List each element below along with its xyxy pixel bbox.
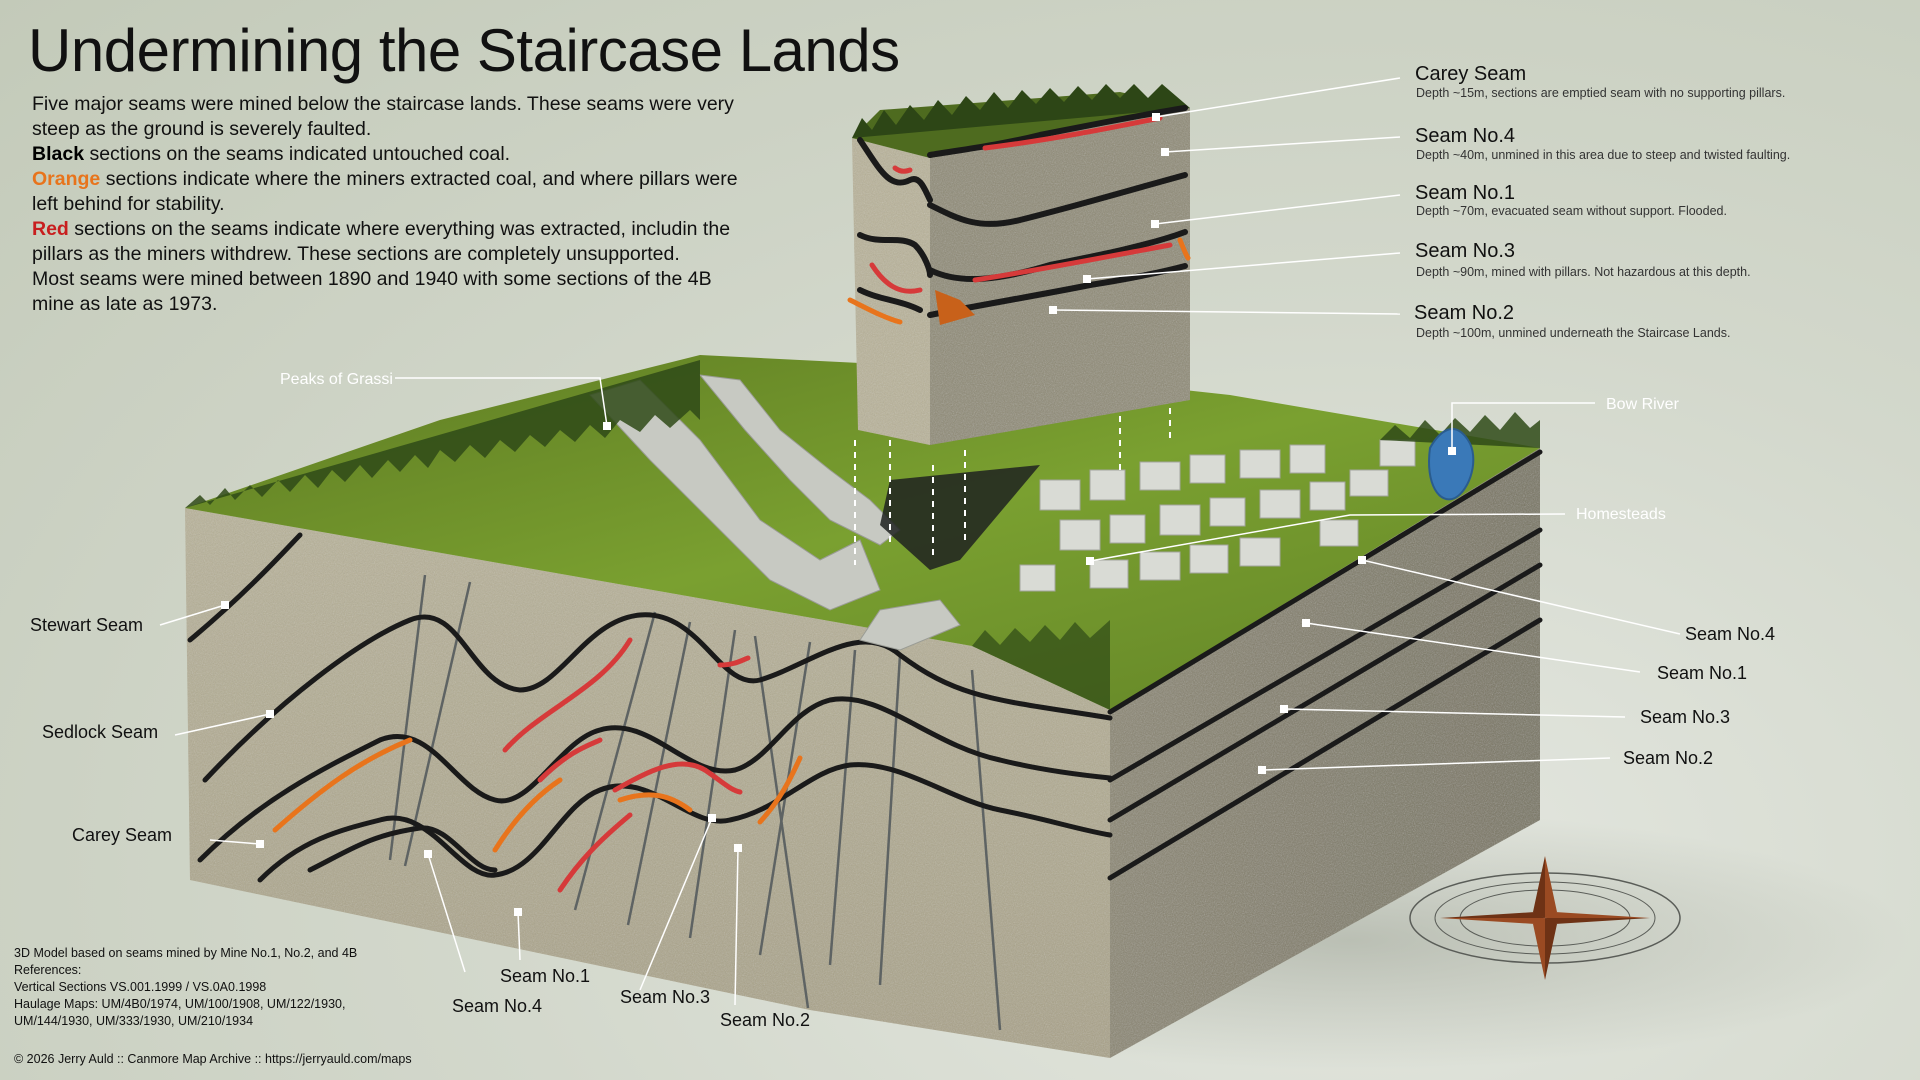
bow-river-label: Bow River [1606, 396, 1680, 413]
inset-orange-wedge [935, 290, 975, 325]
inset-seams-orange [847, 237, 1191, 325]
right-seam-no2-label: Seam No.2 [1623, 748, 1713, 768]
front-seam-no4-label: Seam No.4 [452, 996, 542, 1016]
legend-no2-desc: Depth ~100m, unmined underneath the Stai… [1416, 326, 1731, 340]
orange-text: sections indicate where the miners extra… [32, 168, 738, 215]
front-seam-no1-label: Seam No.1 [500, 966, 590, 986]
compass-rose-icon [1409, 856, 1681, 980]
intro-black-line: Black sections on the seams indicated un… [32, 142, 752, 167]
right-seam-no3-label: Seam No.3 [1640, 707, 1730, 727]
right-seam-no1-label: Seam No.1 [1657, 663, 1747, 683]
legend-no3-title: Seam No.3 [1415, 240, 1516, 262]
forest-edge [185, 360, 1540, 710]
legend-no1-desc: Depth ~70m, evacuated seam without suppo… [1416, 204, 1727, 218]
stewart-seam-label: Stewart Seam [30, 615, 143, 635]
leader-lines [159, 77, 1681, 1006]
inset-seams-black [857, 105, 1188, 318]
legend-no4-desc: Depth ~40m, unmined in this area due to … [1416, 148, 1791, 162]
intro-red-line: Red sections on the seams indicate where… [32, 217, 752, 267]
fault-lines [388, 574, 1002, 1031]
credits-line: UM/144/1930, UM/333/1930, UM/210/1934 [14, 1014, 254, 1028]
legend-carey-title: Carey Seam [1415, 63, 1527, 85]
anchor-dots [221, 113, 1456, 916]
credits-block: 3D Model based on seams mined by Mine No… [14, 945, 434, 1030]
front-seam-no2-label: Seam No.2 [720, 1010, 810, 1030]
front-seams-red [502, 637, 751, 893]
legend-no1-title: Seam No.1 [1415, 182, 1516, 204]
credits-line: References: [14, 963, 82, 977]
black-keyword: Black [32, 143, 85, 165]
block-right-face [1110, 448, 1540, 1058]
homesteads-blocks [1019, 439, 1416, 592]
page-title: Undermining the Staircase Lands [28, 17, 900, 84]
legend-no4-title: Seam No.4 [1415, 125, 1516, 147]
bow-river [1428, 428, 1475, 501]
front-seam-no3-label: Seam No.3 [620, 987, 710, 1007]
red-text: sections on the seams indicate where eve… [32, 218, 731, 265]
excavation-trench [880, 465, 1040, 570]
legend-no2-title: Seam No.2 [1414, 302, 1515, 324]
front-seams-orange [272, 737, 803, 853]
black-text: sections on the seams indicated untouche… [84, 143, 511, 165]
homesteads-label: Homesteads [1576, 506, 1666, 523]
right-seams [1107, 449, 1543, 881]
peaks-of-grassi-label: Peaks of Grassi [280, 371, 393, 388]
carey-seam-label: Carey Seam [72, 825, 172, 845]
intro-line: Five major seams were mined below the st… [32, 93, 734, 140]
red-keyword: Red [32, 218, 69, 240]
legend-carey-desc: Depth ~15m, sections are emptied seam wi… [1416, 86, 1786, 100]
orange-keyword: Orange [32, 168, 101, 190]
intro-last-line: Most seams were mined between 1890 and 1… [32, 268, 712, 315]
inset-front-face [852, 138, 930, 445]
intro-text: Five major seams were mined below the st… [32, 92, 752, 317]
credits-line: 3D Model based on seams mined by Mine No… [14, 946, 358, 960]
inset-tree-crown [852, 84, 1190, 138]
credits-line: Vertical Sections VS.001.1999 / VS.0A0.1… [14, 980, 267, 994]
credits-line: Haulage Maps: UM/4B0/1974, UM/100/1908, … [14, 997, 346, 1011]
copyright: © 2026 Jerry Auld :: Canmore Map Archive… [14, 1052, 412, 1066]
inset-seams-red [869, 115, 1173, 294]
intro-orange-line: Orange sections indicate where the miner… [32, 167, 752, 217]
right-seam-no4-label: Seam No.4 [1685, 624, 1775, 644]
legend-no3-desc: Depth ~90m, mined with pillars. Not haza… [1416, 265, 1751, 279]
sedlock-seam-label: Sedlock Seam [42, 722, 158, 742]
